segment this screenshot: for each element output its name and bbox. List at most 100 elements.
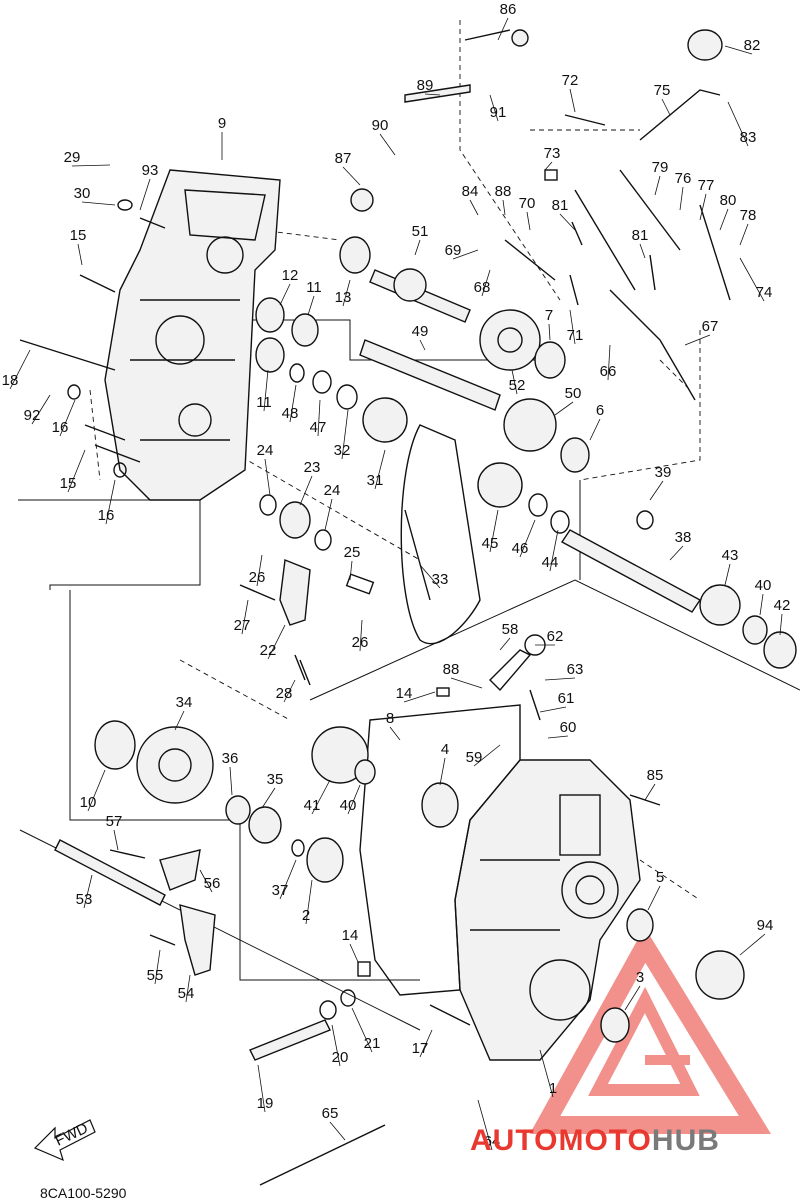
leader-line-84 [469, 199, 479, 216]
leader-line-49 [419, 339, 426, 351]
leader-line-48 [289, 384, 297, 423]
part-number-6: 6 [596, 402, 604, 419]
leader-line-24 [324, 498, 333, 531]
leader-line-30 [81, 201, 116, 206]
leader-line-81 [559, 213, 576, 231]
leader-line-2 [305, 879, 313, 925]
part-number-31: 31 [367, 472, 384, 489]
leader-lines [9, 17, 783, 1151]
leader-line-65 [329, 1121, 346, 1141]
leader-line-60 [547, 735, 569, 739]
leader-line-73 [544, 161, 553, 171]
leader-line-93 [139, 178, 151, 211]
leader-line-86 [497, 17, 509, 41]
part-number-51: 51 [412, 223, 429, 240]
leader-line-20 [331, 1024, 341, 1067]
leader-line-55 [154, 949, 161, 985]
leader-line-4 [439, 757, 446, 786]
part-number-49: 49 [412, 323, 429, 340]
part-number-37: 37 [272, 882, 289, 899]
part-number-75: 75 [654, 82, 671, 99]
leader-line-70 [526, 211, 531, 231]
part-number-77: 77 [698, 177, 715, 194]
leader-line-83 [727, 101, 749, 147]
leader-line-69 [452, 249, 479, 260]
shafts [54, 84, 702, 1061]
part-number-57: 57 [106, 813, 123, 830]
leader-line-17 [419, 1029, 433, 1058]
part-number-11: 11 [306, 279, 322, 296]
leader-line-71 [569, 309, 576, 345]
leader-line-13 [342, 279, 351, 307]
leader-line-14 [349, 943, 359, 963]
leader-line-41 [311, 779, 331, 815]
part-number-86: 86 [500, 1, 517, 18]
leader-line-40 [347, 784, 361, 815]
leader-line-16 [105, 479, 116, 525]
leader-line-39 [649, 480, 664, 501]
part-number-80: 80 [720, 192, 737, 209]
part-number-87: 87 [335, 150, 352, 167]
gasket [359, 704, 521, 996]
leader-line-89 [424, 93, 441, 96]
part-number-41: 41 [304, 797, 321, 814]
part-number-52: 52 [509, 377, 526, 394]
leader-line-77 [699, 193, 707, 221]
part-number-93: 93 [142, 162, 159, 179]
part-number-4: 4 [441, 741, 449, 758]
part-number-59: 59 [466, 749, 483, 766]
part-number-29: 29 [64, 149, 81, 166]
leader-line-10 [87, 769, 106, 812]
leader-line-11 [307, 295, 315, 316]
part-number-38: 38 [675, 529, 692, 546]
part-number-69: 69 [445, 242, 462, 259]
leader-line-66 [607, 344, 611, 381]
part-number-43: 43 [722, 547, 739, 564]
leader-line-24 [264, 458, 271, 496]
part-number-90: 90 [372, 117, 389, 134]
part-number-22: 22 [260, 642, 277, 659]
part-number-81: 81 [552, 197, 569, 214]
fwd-label: FWD [53, 1120, 91, 1150]
part-number-66: 66 [600, 363, 617, 380]
leader-line-29 [71, 164, 111, 167]
part-number-25: 25 [344, 544, 361, 561]
leader-line-81 [639, 243, 646, 259]
leader-line-72 [569, 88, 576, 113]
leader-line-7 [548, 323, 551, 341]
part-number-12: 12 [282, 267, 299, 284]
leader-line-68 [481, 269, 491, 297]
watermark-logo [529, 927, 772, 1134]
leader-line-50 [554, 401, 574, 416]
leader-line-79 [654, 175, 661, 196]
leader-line-33 [419, 564, 441, 589]
leader-line-16 [59, 399, 76, 437]
leader-line-6 [589, 418, 601, 441]
watermark-brand-part1: AUTOMOTO [470, 1124, 652, 1157]
leader-line-31 [374, 449, 386, 490]
leader-line-92 [31, 394, 51, 425]
leader-line-1 [539, 1049, 554, 1098]
leader-line-53 [83, 874, 93, 909]
part-number-16: 16 [98, 507, 115, 524]
part-number-16: 16 [52, 419, 69, 436]
part-number-46: 46 [512, 540, 529, 557]
leader-line-76 [679, 186, 684, 211]
part-number-7: 7 [545, 307, 553, 324]
leader-line-82 [724, 45, 753, 55]
part-number-5: 5 [656, 869, 664, 886]
leader-line-21 [351, 1007, 373, 1053]
leader-line-18 [9, 349, 31, 390]
part-number-88: 88 [443, 661, 460, 678]
part-number-68: 68 [474, 279, 491, 296]
leader-line-38 [669, 545, 684, 561]
leader-line-58 [499, 637, 511, 651]
leader-line-26 [256, 554, 263, 587]
part-number-11: 11 [256, 394, 272, 411]
part-number-56: 56 [204, 875, 221, 892]
part-number-47: 47 [310, 419, 327, 436]
leader-line-59 [473, 744, 501, 767]
part-number-73: 73 [544, 145, 561, 162]
part-number-45: 45 [482, 535, 499, 552]
leader-line-88 [450, 677, 483, 689]
